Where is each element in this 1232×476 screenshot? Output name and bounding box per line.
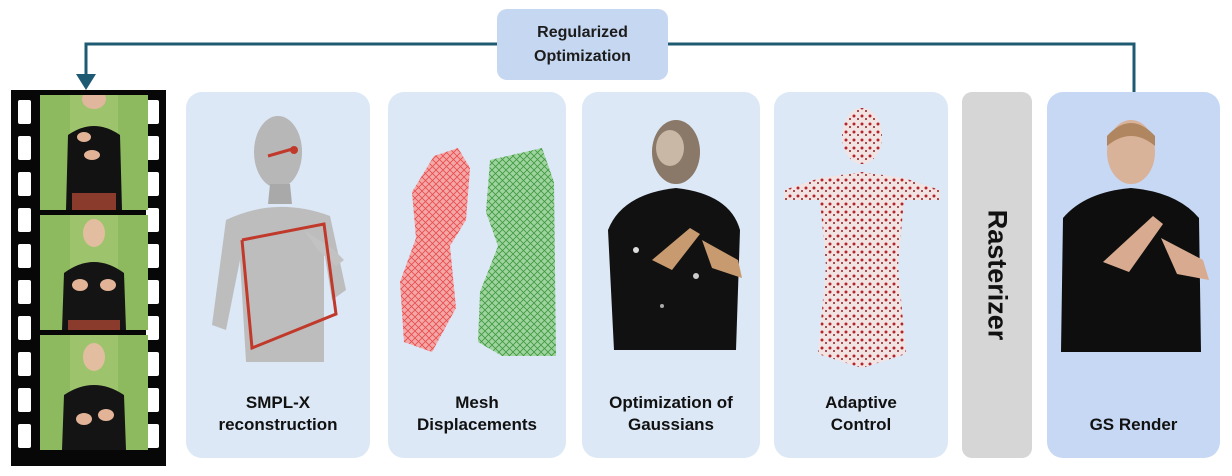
signer-render-icon	[1061, 120, 1209, 352]
gaussians-label-line2: Gaussians	[628, 415, 714, 434]
adaptive-label-line1: Adaptive	[825, 393, 897, 412]
smplx-label-line1: SMPL-X	[245, 393, 311, 412]
film-frame-1	[40, 95, 148, 210]
gaussians-label-line1: Optimization of	[609, 393, 733, 412]
rasterizer-box: Rasterizer	[962, 92, 1032, 458]
adaptive-control-icon	[784, 108, 940, 368]
mesh-displacement-icon	[400, 148, 556, 356]
gaussians-panel: Optimization of Gaussians	[582, 92, 760, 458]
smplx-panel: SMPL-X reconstruction	[186, 92, 370, 458]
regularized-optimization-line1: Regularized	[537, 23, 628, 41]
film-frame-2	[40, 215, 148, 330]
gs-render-panel: GS Render	[1047, 92, 1220, 458]
smplx-body-icon	[212, 116, 346, 362]
rasterizer-label: Rasterizer	[982, 209, 1013, 341]
mesh-label-line2: Displacements	[417, 415, 537, 434]
regularized-optimization-line2: Optimization	[534, 47, 631, 65]
gs-render-label: GS Render	[1089, 415, 1178, 434]
regularized-optimization-box: Regularized Optimization	[497, 9, 668, 80]
smplx-label-line2: reconstruction	[218, 415, 338, 434]
adaptive-control-panel: Adaptive Control	[774, 92, 948, 458]
adaptive-label-line2: Control	[830, 415, 892, 434]
film-frame-3	[40, 335, 148, 450]
mesh-displacements-panel: Mesh Displacements	[388, 92, 566, 458]
gaussian-body-icon	[608, 120, 742, 350]
mesh-label-line1: Mesh	[455, 393, 499, 412]
film-strip-icon	[11, 90, 166, 466]
